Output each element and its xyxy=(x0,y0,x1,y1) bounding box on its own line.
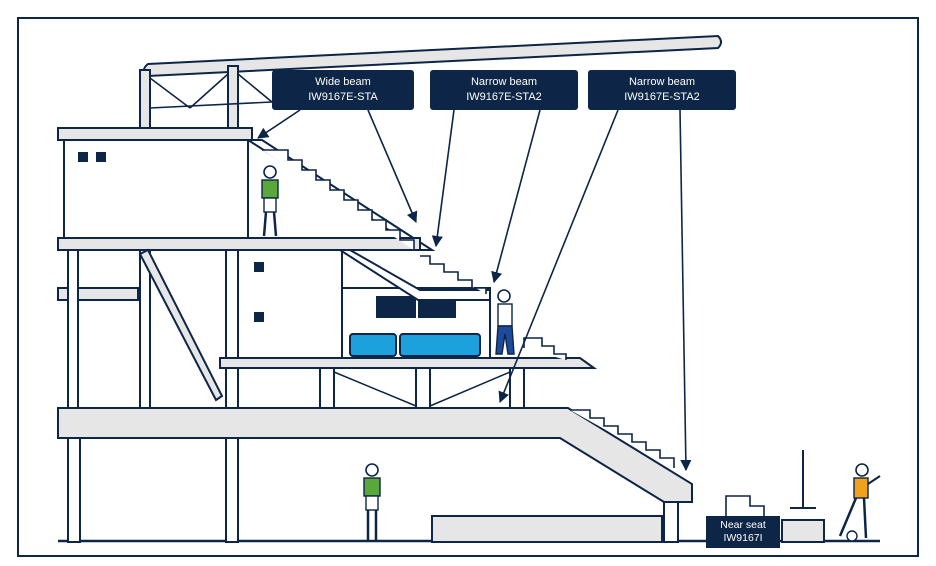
callout-model: IW9167E-STA2 xyxy=(624,91,700,103)
person-middle-navy xyxy=(495,289,515,355)
callout-narrow-beam-1: Narrow beam IW9167E-STA2 xyxy=(430,70,578,110)
callout-wide-beam: Wide beam IW9167E-STA xyxy=(272,70,414,110)
callout-title: Narrow beam xyxy=(628,76,696,88)
callout-title: Near seat xyxy=(720,519,766,531)
person-ground-green xyxy=(363,463,381,540)
person-field-orange xyxy=(838,463,881,542)
callout-near-seat: Near seat IW9167I xyxy=(706,516,780,548)
seat-marker xyxy=(790,450,816,509)
callout-model: IW9167E-STA xyxy=(308,91,378,103)
callout-narrow-beam-2: Narrow beam IW9167E-STA2 xyxy=(588,70,736,110)
callout-model: IW9167I xyxy=(723,532,763,544)
roof-structure xyxy=(139,34,722,131)
stair-steps xyxy=(262,149,765,518)
callout-model: IW9167E-STA2 xyxy=(466,91,542,103)
callout-title: Narrow beam xyxy=(470,76,538,88)
callout-arrows xyxy=(257,109,692,472)
person-upper-green xyxy=(261,165,279,237)
callout-title: Wide beam xyxy=(315,76,371,88)
